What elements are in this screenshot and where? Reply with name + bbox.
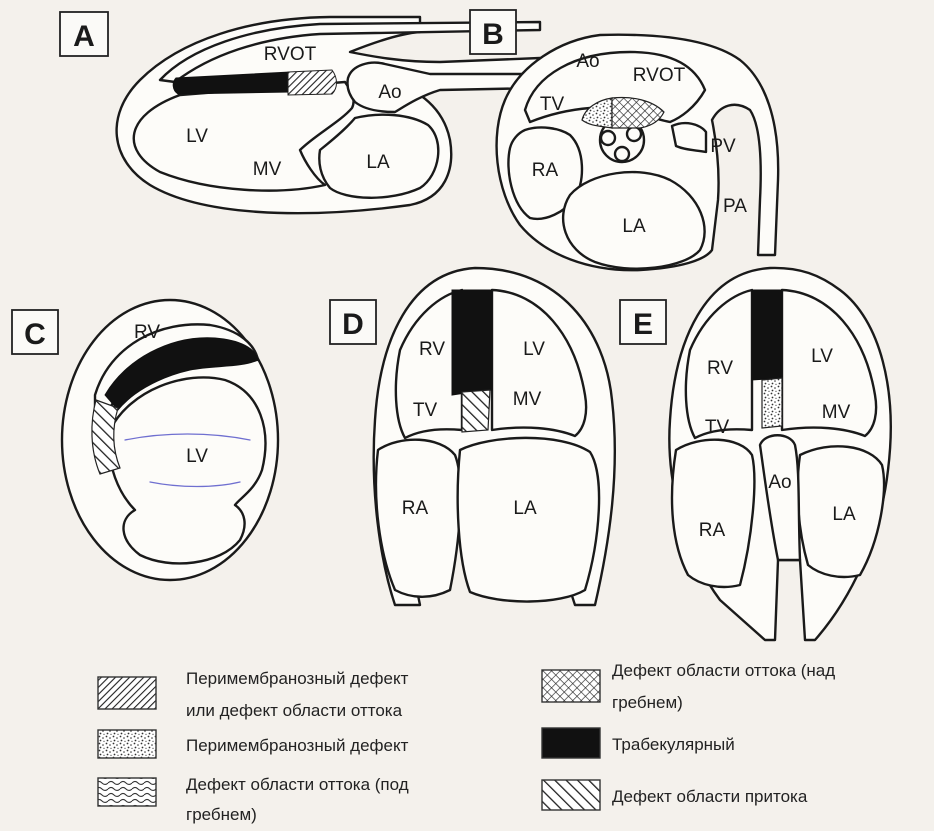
panel-e-perimembranous-defect	[762, 378, 782, 428]
legend-swatch-trabecular	[542, 728, 600, 758]
panel-a-letter: A	[73, 20, 95, 53]
legend-label-2-line-1: Дефект области оттока (под	[186, 775, 409, 794]
panel-d-trabecular-defect	[452, 290, 492, 395]
panel-e-mv-label: MV	[822, 402, 851, 423]
legend-label-3-line-2: гребнем)	[612, 693, 683, 712]
panel-c-lv	[109, 377, 265, 563]
panel-b: B Ao RVOT TV PV RA LA PA	[470, 10, 778, 270]
panel-b-pv-label: PV	[710, 136, 736, 157]
legend-label-5-line-1: Дефект области притока	[612, 787, 808, 806]
panel-e-ao-label: Ao	[768, 472, 791, 493]
legend-swatch-inlet	[542, 780, 600, 810]
legend-swatch-perimembranous-or-outlet	[98, 677, 156, 709]
legend-label-2-line-2: гребнем)	[186, 805, 257, 824]
panel-c-rv-label: RV	[134, 322, 160, 343]
panel-b-ra-label: RA	[532, 160, 559, 181]
panel-e-tv-label: TV	[705, 417, 730, 438]
panel-b-ao-label: Ao	[576, 51, 599, 72]
panel-b-pv	[672, 123, 706, 152]
legend-label-4-line-1: Трабекулярный	[612, 735, 735, 754]
panel-d-inlet-defect	[462, 390, 490, 432]
panel-e-rv-label: RV	[707, 358, 733, 379]
panel-d-la-label: LA	[513, 498, 537, 519]
panel-c-letter: C	[24, 318, 46, 351]
panel-d-rv-label: RV	[419, 339, 445, 360]
panel-b-letter: B	[482, 18, 504, 51]
panel-c-lv-label: LV	[186, 446, 208, 467]
legend-swatch-outlet-below-crest	[98, 778, 156, 806]
panel-a-letter-box: A	[60, 12, 108, 56]
panel-b-valve-cusp-2	[627, 127, 641, 141]
panel-d: D RV LV TV MV RA LA	[330, 268, 615, 605]
panel-a-mv-label: MV	[253, 159, 282, 180]
legend-label-0-line-1: Перимембранозный дефект	[186, 669, 409, 688]
panel-a-lv-label: LV	[186, 126, 208, 147]
panel-e-ra	[672, 440, 754, 587]
panel-a: A RVOT Ao LV MV LA	[60, 12, 540, 213]
panel-e-lv-label: LV	[811, 346, 833, 367]
legend-swatch-outlet-above-crest	[542, 670, 600, 702]
panel-b-tv-label: TV	[540, 94, 565, 115]
legend: Перимембранозный дефект или дефект облас…	[98, 661, 835, 824]
panel-b-pa-label: PA	[723, 196, 747, 217]
panel-b-letter-box: B	[470, 10, 516, 54]
panel-d-la	[458, 438, 599, 602]
panel-d-letter: D	[342, 308, 364, 341]
panel-e-letter-box: E	[620, 300, 666, 344]
panel-b-rvot-label: RVOT	[633, 65, 686, 86]
panel-e-ra-label: RA	[699, 520, 726, 541]
legend-swatch-perimembranous	[98, 730, 156, 758]
panel-d-letter-box: D	[330, 300, 376, 344]
panel-b-valve-cusp-1	[601, 131, 615, 145]
panel-c: C RV LV	[12, 300, 278, 580]
panel-b-valve-cusp-3	[615, 147, 629, 161]
panel-d-mv-label: MV	[513, 389, 542, 410]
legend-label-0-line-2: или дефект области оттока	[186, 701, 403, 720]
panel-d-lv-label: LV	[523, 339, 545, 360]
panel-e: E RV LV TV MV Ao RA LA	[620, 268, 891, 640]
panel-e-letter: E	[633, 308, 653, 341]
panel-a-perimembranous-defect	[288, 70, 337, 95]
panel-c-letter-box: C	[12, 310, 58, 354]
panel-e-la-label: LA	[832, 504, 856, 525]
panel-a-ao-label: Ao	[378, 82, 401, 103]
panel-d-tv-label: TV	[413, 400, 438, 421]
legend-label-3-line-1: Дефект области оттока (над	[612, 661, 835, 680]
panel-e-trabecular-defect	[752, 290, 782, 380]
panel-d-ra-label: RA	[402, 498, 429, 519]
panel-a-la-label: LA	[366, 152, 390, 173]
legend-label-1-line-1: Перимембранозный дефект	[186, 736, 409, 755]
panel-b-la-label: LA	[622, 216, 646, 237]
panel-a-rvot-label: RVOT	[264, 44, 317, 65]
